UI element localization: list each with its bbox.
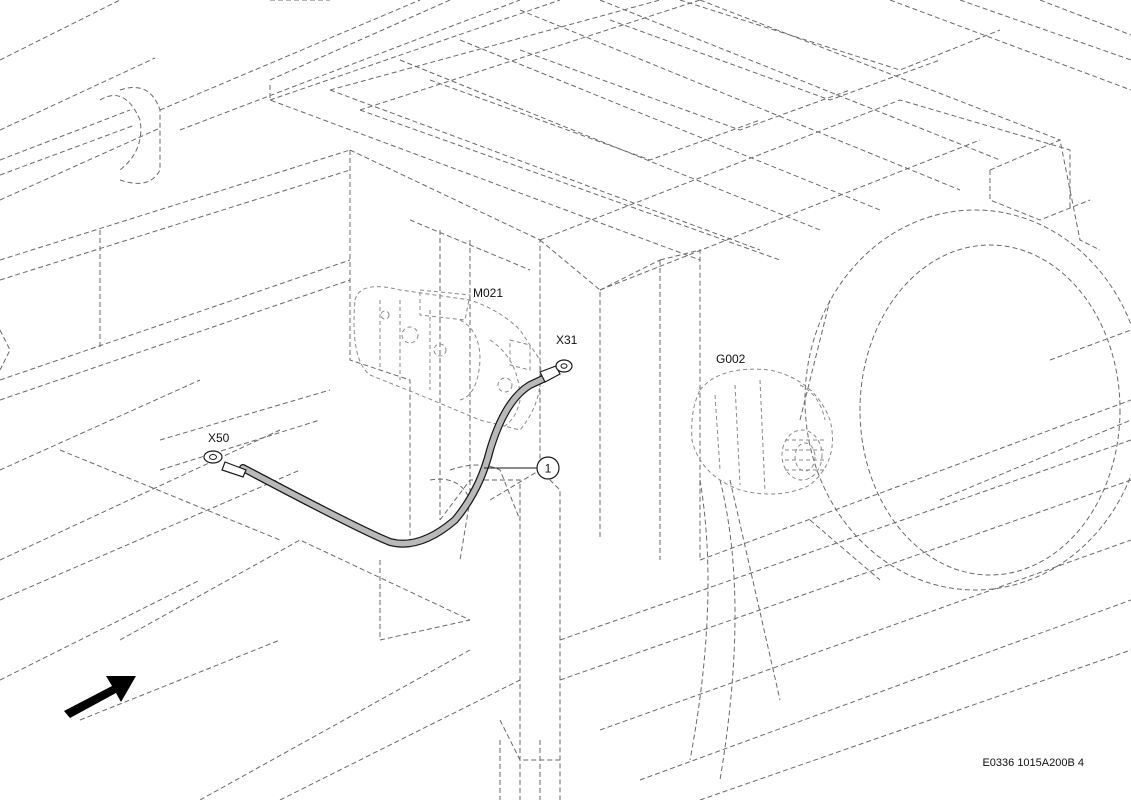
ground-cable: [203, 359, 573, 548]
label-g002: G002: [716, 352, 746, 366]
callout-1: 1: [484, 456, 560, 480]
arrow-icon: [64, 676, 136, 718]
starter-motor: [353, 286, 542, 431]
alternator: [691, 368, 833, 495]
label-m021: M021: [473, 286, 503, 300]
label-x31: X31: [556, 333, 578, 347]
document-id: E0336 1015A200B 4: [982, 757, 1084, 769]
ring-lug-x31: [539, 359, 573, 383]
ring-lug-x50: [203, 450, 247, 478]
callout-circle: [536, 456, 560, 480]
callout-number: 1: [545, 462, 552, 476]
label-x50: X50: [208, 431, 230, 445]
cable-body: [240, 375, 548, 547]
